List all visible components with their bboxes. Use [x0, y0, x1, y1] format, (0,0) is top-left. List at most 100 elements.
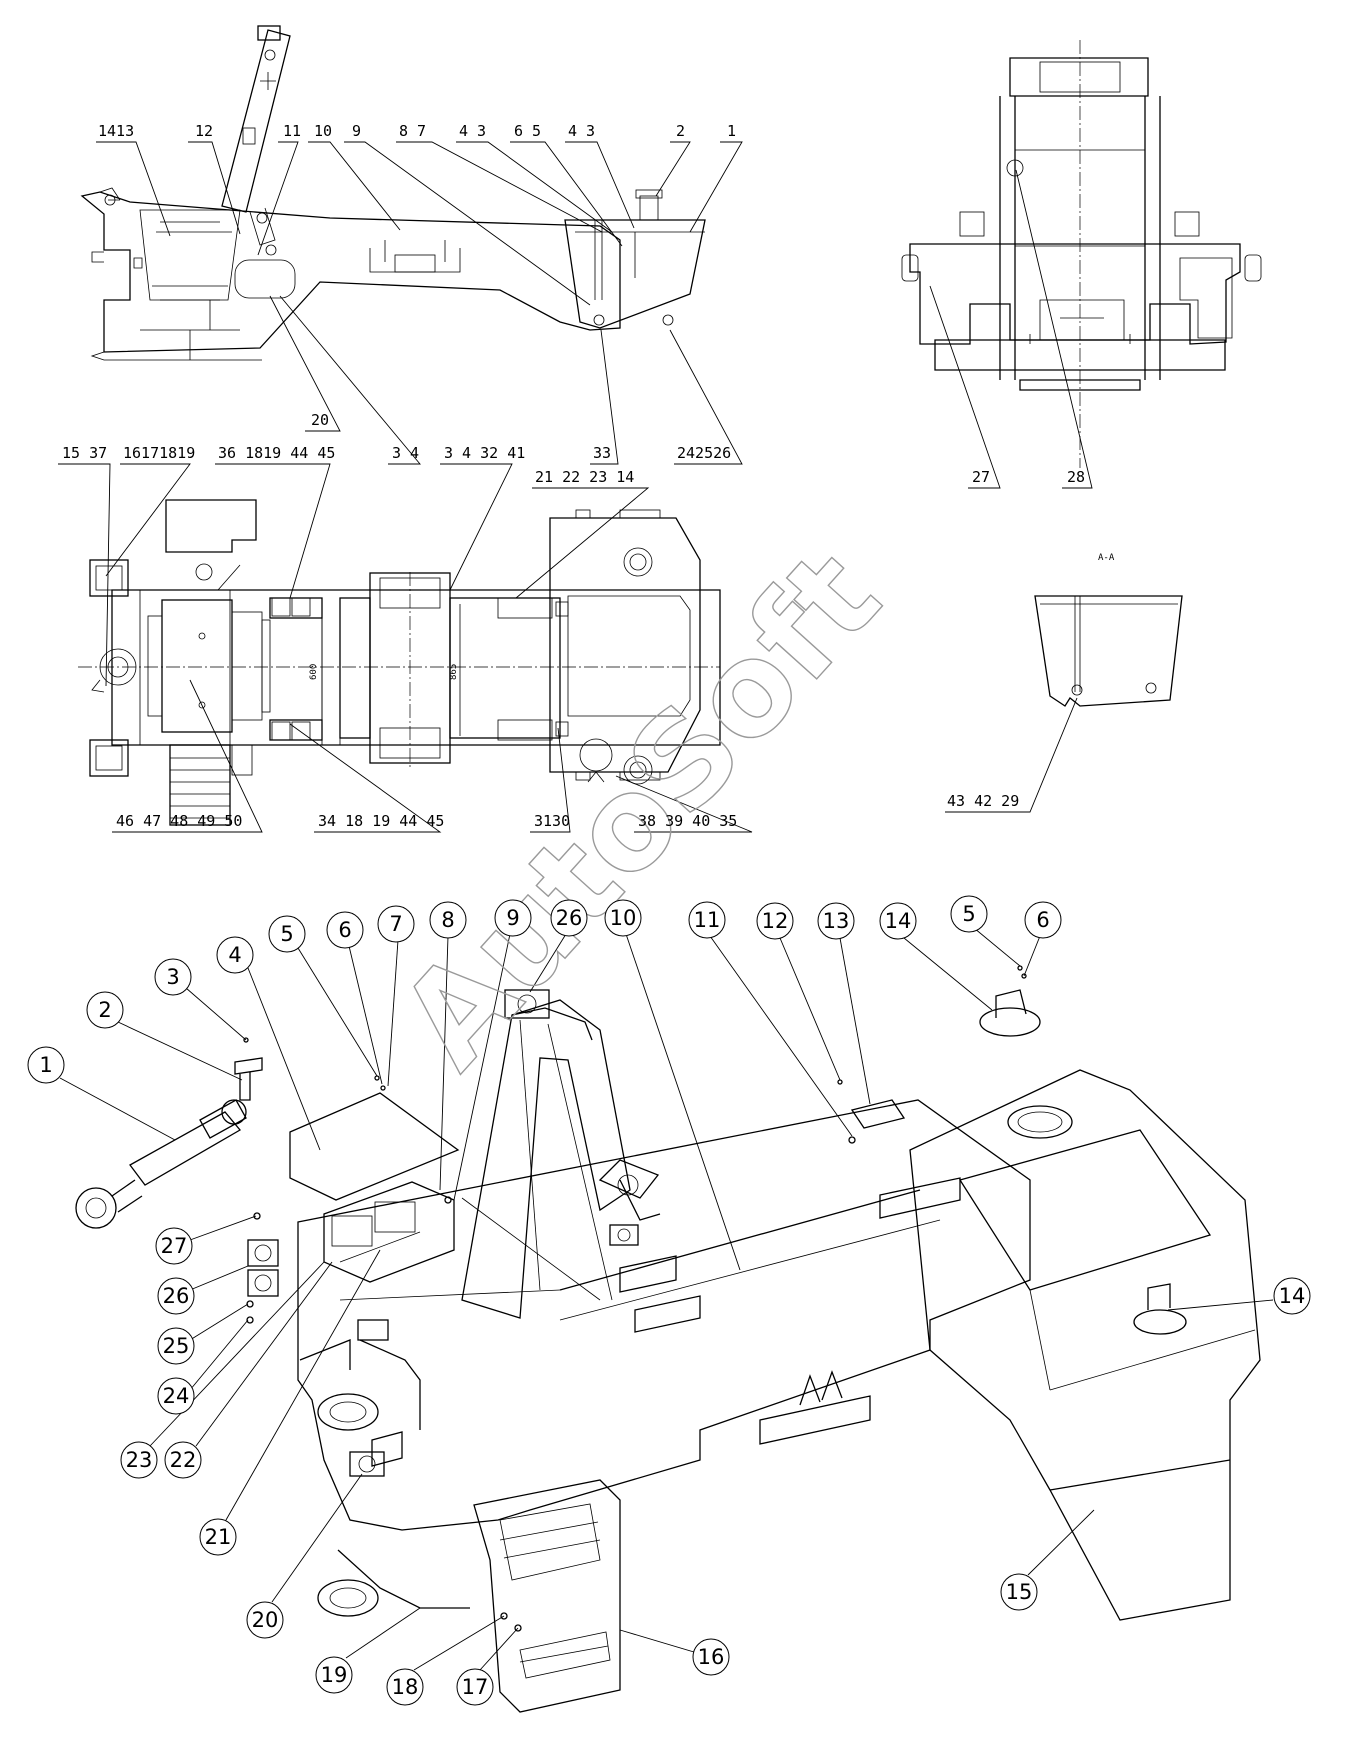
balloon-number-b6b: 6	[1036, 908, 1049, 932]
balloon-circle-b12	[756, 902, 794, 940]
callout-label-t43b: 4 3	[568, 122, 595, 140]
balloon-number-b1: 1	[39, 1053, 52, 1077]
callout-label-t11: 11	[283, 122, 301, 140]
balloon-number-b23: 23	[126, 1448, 153, 1472]
callout-label-p1537: 15 37	[62, 444, 107, 462]
balloon-number-b4: 4	[228, 943, 241, 967]
callout-label-p343241: 3 4 32 41	[444, 444, 525, 462]
balloon-circle-b16	[692, 1638, 730, 1676]
balloon-number-b14a: 14	[885, 909, 912, 933]
front-view-leaders	[929, 169, 1093, 489]
balloon-number-b5b: 5	[962, 902, 975, 926]
balloon-circle-b2	[86, 991, 124, 1029]
balloon-number-b12: 12	[762, 909, 789, 933]
balloon-circle-b11	[688, 901, 726, 939]
balloon-number-b11: 11	[694, 908, 721, 932]
balloon-circle-b10	[604, 899, 642, 937]
balloon-circle-b26a	[550, 899, 588, 937]
callout-label-p16171819: 16171819	[123, 444, 195, 462]
balloon-circle-b15	[1000, 1573, 1038, 1611]
balloon-circle-b14b	[1273, 1277, 1311, 1315]
callout-label-p3618: 36 1819 44 45	[218, 444, 335, 462]
watermark: AutoSoft	[372, 523, 909, 1096]
callout-label-t242526: 242526	[677, 444, 731, 462]
balloon-circle-b6b	[1024, 901, 1062, 939]
callout-label-t1413: 1413	[98, 122, 134, 140]
callout-label-t65: 6 5	[514, 122, 541, 140]
balloon-number-b27: 27	[161, 1234, 188, 1258]
balloon-number-b15: 15	[1006, 1580, 1033, 1604]
balloon-number-b3: 3	[166, 965, 179, 989]
callout-label-t87: 8 7	[399, 122, 426, 140]
balloon-circle-b3	[154, 958, 192, 996]
balloon-number-b20: 20	[252, 1608, 279, 1632]
callout-label-t33: 33	[593, 444, 611, 462]
callout-label-t10: 10	[314, 122, 332, 140]
callout-label-t27: 27	[972, 468, 990, 486]
plan-view	[78, 499, 721, 826]
balloon-number-b7: 7	[389, 912, 402, 936]
isometric-assembly	[75, 965, 1261, 1713]
balloon-circle-b7	[377, 905, 415, 943]
balloon-number-b8: 8	[441, 908, 454, 932]
balloon-circle-b13	[817, 902, 855, 940]
balloon-number-b5a: 5	[280, 922, 293, 946]
balloon-circle-b26b	[157, 1277, 195, 1315]
balloon-circle-b20	[246, 1601, 284, 1639]
balloon-number-b21: 21	[205, 1525, 232, 1549]
callout-label-t34a: 3 4	[392, 444, 419, 462]
callout-label-t9: 9	[352, 122, 361, 140]
balloon-circle-b8	[429, 901, 467, 939]
side-view-leaders	[96, 141, 743, 465]
balloon-number-b22: 22	[170, 1448, 197, 1472]
balloon-circle-b24	[157, 1377, 195, 1415]
balloon-circle-b19	[315, 1656, 353, 1694]
side-view	[80, 25, 706, 361]
dimension-600: 600	[309, 664, 319, 680]
balloon-circle-b17	[456, 1668, 494, 1706]
callout-label-p38: 38 39 40 35	[638, 812, 737, 830]
balloon-number-b13: 13	[823, 909, 850, 933]
plan-view-leaders	[58, 463, 753, 833]
plan-view-labels: 15 37 16171819 36 1819 44 45 3 4 32 41 21 22…	[62, 444, 1019, 830]
balloon-number-b19: 19	[321, 1663, 348, 1687]
section-leader	[945, 697, 1078, 813]
balloon-circle-b25	[157, 1327, 195, 1365]
callout-label-t28: 28	[1067, 468, 1085, 486]
callout-label-t20: 20	[311, 411, 329, 429]
balloon-circle-b18	[386, 1668, 424, 1706]
balloon-number-b26b: 26	[163, 1284, 190, 1308]
front-view	[901, 40, 1262, 468]
balloon-number-b10: 10	[610, 906, 637, 930]
balloon-number-b26a: 26	[556, 906, 583, 930]
balloon-circle-b1	[27, 1046, 65, 1084]
balloon-number-b9: 9	[506, 906, 519, 930]
balloon-leaders	[59, 927, 1274, 1671]
balloon-circle-b23	[120, 1441, 158, 1479]
balloon-number-b14b: 14	[1279, 1284, 1306, 1308]
balloon-number-b6a: 6	[338, 918, 351, 942]
balloon-circle-b5b	[950, 895, 988, 933]
balloon-number-b24: 24	[163, 1384, 190, 1408]
section-title: A-A	[1098, 553, 1115, 563]
callout-label-p46: 46 47 48 49 50	[116, 812, 242, 830]
balloon-circle-b14a	[879, 902, 917, 940]
callout-label-t1: 1	[727, 122, 736, 140]
callout-label-t2: 2	[676, 122, 685, 140]
balloon-circle-b21	[199, 1518, 237, 1556]
callout-label-p434229: 43 42 29	[947, 792, 1019, 810]
dimension-865: 865	[449, 664, 459, 680]
balloon-number-b17: 17	[462, 1675, 489, 1699]
balloon-circle-b9	[494, 899, 532, 937]
balloon-circle-b27	[155, 1227, 193, 1265]
section-a-a	[1034, 595, 1183, 707]
callout-label-t43a: 4 3	[459, 122, 486, 140]
balloon-number-b18: 18	[392, 1675, 419, 1699]
balloon-circle-b4	[216, 936, 254, 974]
balloon-number-b16: 16	[698, 1645, 725, 1669]
callout-label-p34: 34 18 19 44 45	[318, 812, 444, 830]
callout-label-p21: 21 22 23 14	[535, 468, 634, 486]
